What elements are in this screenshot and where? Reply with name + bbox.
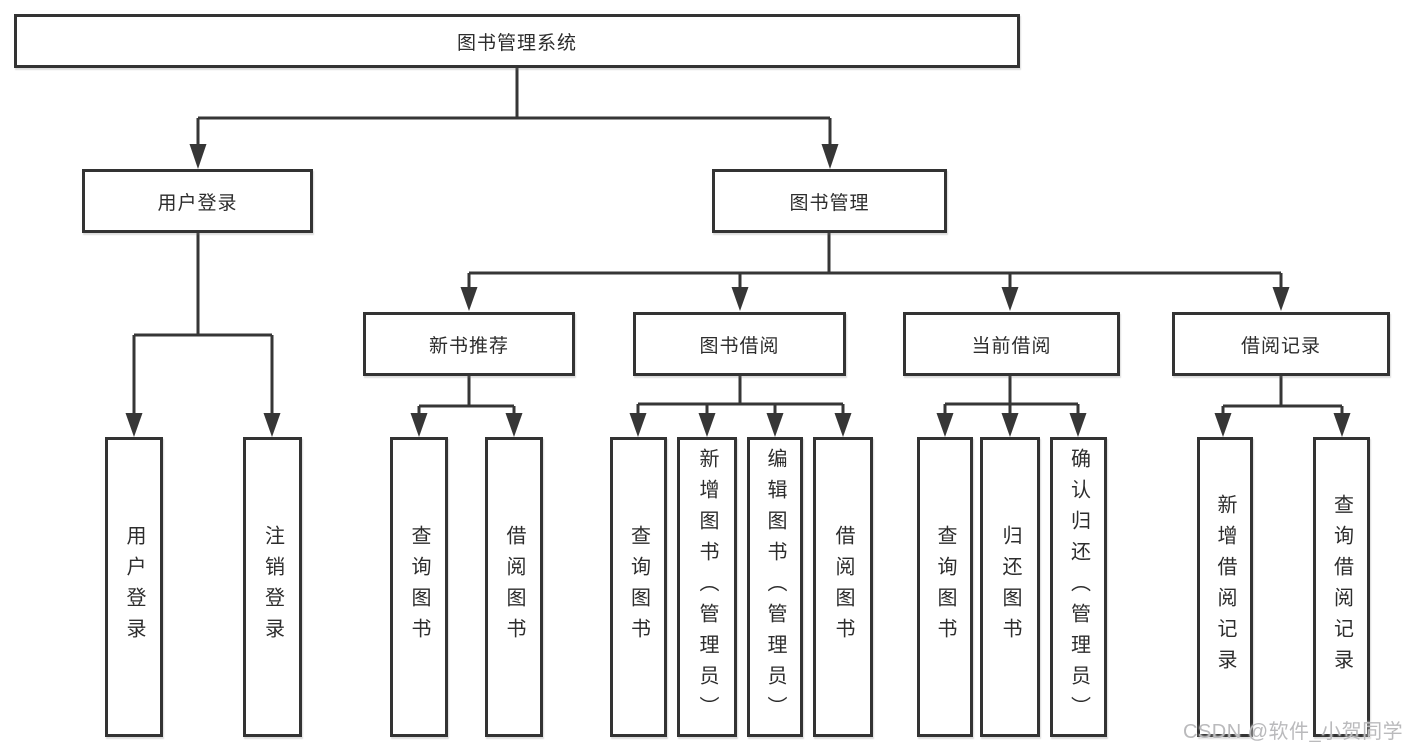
node-new-book-recommendation: 新书推荐: [363, 312, 575, 376]
node-leaf-bb-borrow-book-label: 借阅图书: [832, 525, 854, 649]
node-leaf-bb-edit-book: 编辑图书（管理员）: [747, 437, 803, 737]
node-root-label: 图书管理系统: [456, 32, 577, 54]
node-leaf-bb-borrow-book: 借阅图书: [813, 437, 873, 737]
node-leaf-logout-label: 注销登录: [261, 525, 284, 649]
node-leaf-bb-add-book: 新增图书（管理员）: [677, 437, 737, 737]
node-new-book-recommendation-label: 新书推荐: [428, 335, 509, 357]
node-book-management-label: 图书管理: [789, 192, 870, 214]
node-leaf-cb-return-book-label: 归还图书: [999, 525, 1021, 649]
node-leaf-nbr-borrow-book: 借阅图书: [485, 437, 543, 737]
node-leaf-user-login: 用户登录: [105, 437, 163, 737]
node-book-borrowing-label: 图书借阅: [699, 335, 780, 357]
node-leaf-br-add-record-label: 新增借阅记录: [1214, 494, 1236, 680]
node-user-login-label: 用户登录: [157, 192, 238, 214]
node-leaf-cb-query-book-label: 查询图书: [934, 525, 956, 649]
watermark-text: CSDN @软件_小贺同学: [1183, 721, 1404, 743]
node-leaf-br-query-record-label: 查询借阅记录: [1330, 494, 1353, 680]
node-current-borrowing-label: 当前借阅: [971, 335, 1052, 357]
node-borrowing-records-label: 借阅记录: [1240, 335, 1321, 357]
node-root: 图书管理系统: [14, 14, 1020, 68]
node-leaf-cb-query-book: 查询图书: [917, 437, 973, 737]
node-borrowing-records: 借阅记录: [1172, 312, 1390, 376]
node-leaf-bb-edit-book-label: 编辑图书（管理员）: [764, 447, 786, 727]
node-leaf-nbr-query-book: 查询图书: [390, 437, 448, 737]
node-book-management: 图书管理: [712, 169, 947, 233]
node-leaf-logout: 注销登录: [243, 437, 302, 737]
node-leaf-bb-add-book-label: 新增图书（管理员）: [696, 447, 718, 727]
node-leaf-bb-query-book-label: 查询图书: [627, 525, 650, 649]
node-leaf-nbr-borrow-book-label: 借阅图书: [503, 525, 525, 649]
node-current-borrowing: 当前借阅: [903, 312, 1120, 376]
node-leaf-user-login-label: 用户登录: [123, 525, 145, 649]
node-user-login: 用户登录: [82, 169, 313, 233]
node-leaf-bb-query-book: 查询图书: [610, 437, 667, 737]
node-leaf-nbr-query-book-label: 查询图书: [408, 525, 430, 649]
node-book-borrowing: 图书借阅: [633, 312, 846, 376]
node-leaf-br-query-record: 查询借阅记录: [1313, 437, 1370, 737]
node-leaf-cb-confirm-return: 确认归还（管理员）: [1050, 437, 1107, 737]
node-leaf-cb-confirm-return-label: 确认归还（管理员）: [1067, 447, 1090, 727]
node-leaf-cb-return-book: 归还图书: [980, 437, 1040, 737]
node-leaf-br-add-record: 新增借阅记录: [1197, 437, 1253, 737]
